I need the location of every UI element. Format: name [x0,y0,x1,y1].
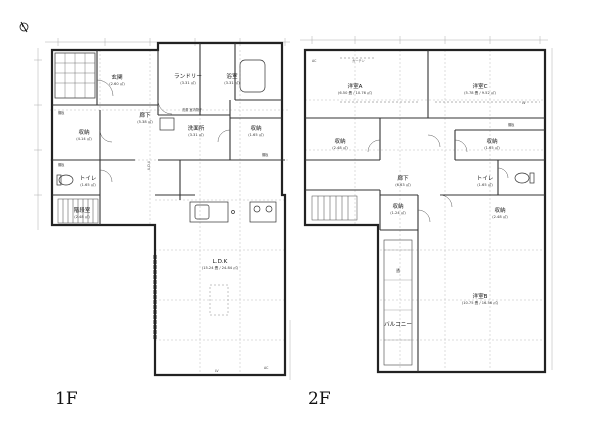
room-hall-2f-area: (6.63 ㎡) [395,182,411,187]
balcony-label: バルコニー [384,321,412,328]
room-storage-right-2f-area: (2.48 ㎡) [492,214,508,219]
room-storage-mid-area: (1.24 ㎡) [390,210,406,215]
room-shoe-area: (2.48 ㎡) [74,214,90,219]
room-western-a-area: (6.50 畳 / 10.76 ㎡) [338,90,373,95]
shelf-note-2f: 棚板 [508,122,515,127]
curtain-note: カーテン [352,58,365,63]
room-storage-a-label: 収納 [334,137,346,145]
lv-note: LV [215,369,219,373]
shelf-note: 棚板 [58,110,65,115]
room-toilet-label: トイレ [80,176,97,182]
first-floor-labels: 玄関 (2.60 ㎡) ランドリー (3.31 ㎡) 浴室 (3.31 ㎡) 収… [58,72,269,373]
floor-label-1f: 1F [55,389,78,409]
room-laundry-area: (3.31 ㎡) [180,80,196,85]
room-laundry-label: ランドリー [174,73,202,80]
udx-note: U.D.X [147,160,151,170]
room-toilet-2f-area: (1.65 ㎡) [477,182,493,187]
room-washroom-label: 洗面所 [188,124,205,132]
wash-basin-icon [159,117,175,131]
room-storage-left-area: (4.14 ㎡) [76,136,92,141]
room-storage-left-label: 収納 [78,128,90,136]
room-hall-label: 廊下 [139,111,151,119]
room-bath-label: 浴室 [226,72,238,80]
room-storage-right-label: 収納 [250,124,262,132]
room-storage-right-area: (1.65 ㎡) [248,132,264,137]
room-toilet-2f-label: トイレ [477,176,494,182]
room-western-c-label: 洋室C [472,82,487,90]
ac-note: AC [264,366,269,370]
entrance-tile-hatch [54,52,96,99]
room-western-c-area: (5.78 畳 / 9.52 ㎡) [464,90,496,95]
room-storage-mid-label: 収納 [392,202,404,210]
ac-note-2f: AC [312,59,317,63]
room-storage-c-area: (1.65 ㎡) [484,145,500,150]
lv-note-2f: LV [522,101,526,105]
toilet-icon [56,174,74,186]
room-toilet-area: (1.65 ㎡) [80,182,96,187]
north-arrow-icon [19,21,29,33]
room-storage-c-label: 収納 [486,137,498,145]
bathtub-icon [239,59,266,93]
floor-label-2f: 2F [308,389,331,409]
first-floor-stairs [57,198,99,224]
toilet-2f-icon [514,172,535,184]
room-shoe-label: 階段室 [74,206,91,214]
hanger-note: 洗濯 室内物干 [182,107,203,112]
second-floor-stairs [311,195,358,221]
room-storage-a-area: (2.48 ㎡) [332,145,348,150]
room-ldk-area: (15.24 畳 / 24.84 ㎡) [202,265,239,270]
room-bath-area: (3.31 ㎡) [224,80,240,85]
room-hall-area: (5.38 ㎡) [137,119,153,124]
room-entrance-label: 玄関 [111,73,123,81]
room-storage-right-2f-label: 収納 [494,206,506,214]
room-western-a-label: 洋室A [347,82,362,90]
shelf-note-2: 棚板 [58,162,65,167]
room-hall-2f-label: 廊下 [397,174,409,182]
second-floor-plan [300,36,553,374]
room-washroom-area: (3.31 ㎡) [188,132,204,137]
balcony-railing [383,239,413,366]
first-floor-plan [34,38,291,380]
second-floor-labels: 洋室A (6.50 畳 / 10.76 ㎡) 洋室C (5.78 畳 / 9.5… [312,58,526,328]
room-western-b-label: 洋室B [472,292,487,300]
shelf-note-3: 棚板 [262,152,269,157]
window-note-label: 透 [396,268,400,273]
room-western-b-area: (10.75 畳 / 16.56 ㎡) [462,300,499,305]
room-entrance-area: (2.60 ㎡) [109,81,125,86]
kitchen-sink-icon [189,201,235,223]
room-ldk-label: L.D.K [213,259,228,265]
cooktop-icon [249,201,277,223]
